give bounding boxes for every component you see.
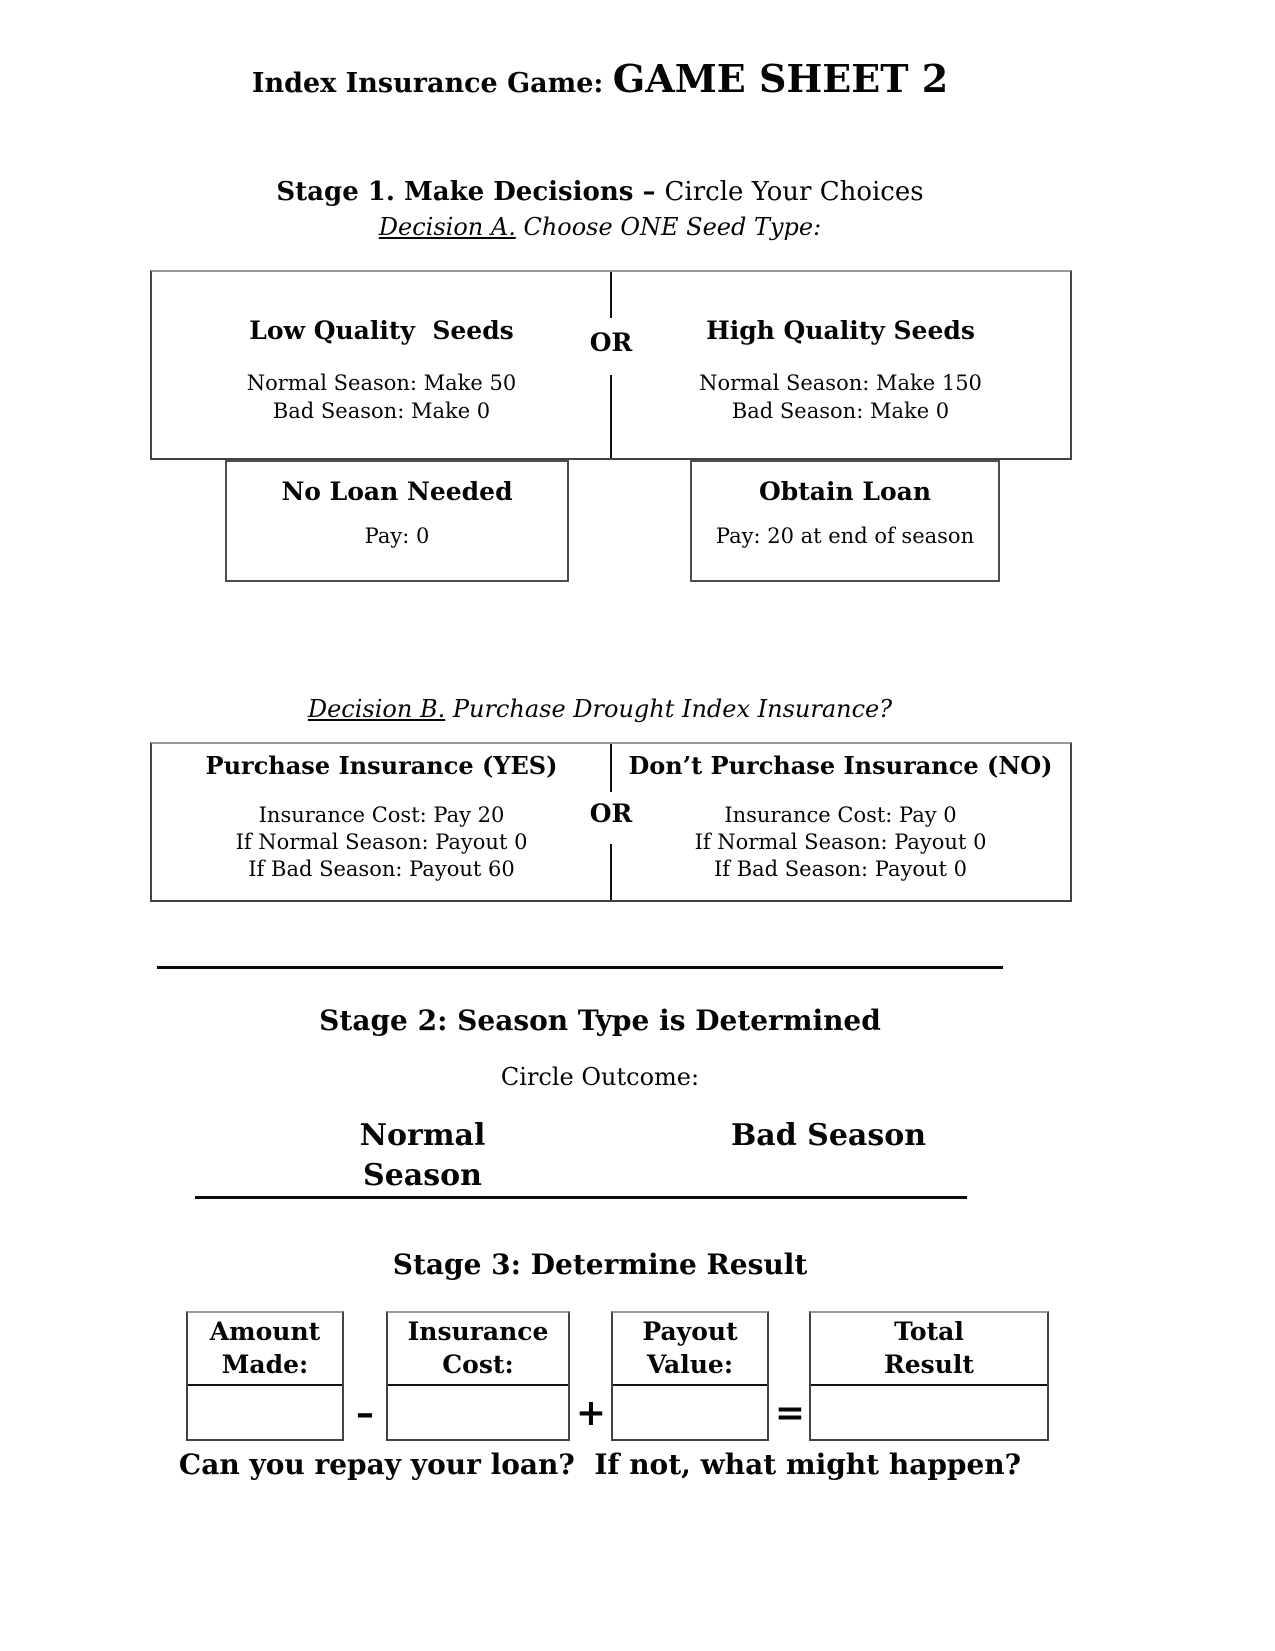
no-loan-title: No Loan Needed [281,477,513,506]
insurance-cost-label: Insurance Cost: [388,1313,568,1386]
stage2-heading: Stage 2: Season Type is Determined [319,1004,881,1037]
insurance-cost-label-line2: Cost: [442,1350,514,1379]
seed-choice-box: Low Quality Seeds Normal Season: Make 50… [150,270,1072,460]
section-divider [157,966,1003,969]
column-divider [610,272,612,318]
no-insurance-line-2: If Normal Season: Payout 0 [694,830,987,854]
insurance-cost-label-line1: Insurance [407,1317,549,1346]
option-high-quality-seeds[interactable]: High Quality Seeds Normal Season: Make 1… [611,272,1070,458]
no-loan-line: Pay: 0 [364,524,430,548]
decision-a-prompt: Decision A. Choose ONE Seed Type: [0,212,1200,242]
stage1-heading-bold: Stage 1. Make Decisions – [276,177,665,207]
no-insurance-line-3: If Bad Season: Payout 0 [713,857,968,881]
stage3-heading: Stage 3: Determine Result [392,1248,808,1281]
low-quality-line-1: Normal Season: Make 50 [246,371,517,395]
operator-plus: + [575,1392,607,1434]
low-quality-seeds-title: Low Quality Seeds [249,316,514,345]
high-quality-seeds-title: High Quality Seeds [706,316,975,345]
operator-equals: = [774,1392,806,1434]
column-divider [610,375,612,458]
option-normal-season[interactable]: Normal Season [359,1118,486,1193]
high-quality-line-1: Normal Season: Make 150 [699,371,982,395]
no-insurance-title: Don’t Purchase Insurance (NO) [628,751,1053,780]
amount-made-label-line2: Made: [221,1350,309,1379]
total-result-label-line2: Result [884,1350,974,1379]
stage1-heading-regular: Circle Your Choices [664,177,924,207]
total-result-column: Total Result [809,1311,1049,1441]
column-divider [610,744,612,792]
stage1-heading: Stage 1. Make Decisions – Circle Your Ch… [0,176,1200,208]
no-insurance-line-1: Insurance Cost: Pay 0 [724,803,957,827]
circle-outcome-prompt: Circle Outcome: [500,1063,700,1091]
purchase-line-2: If Normal Season: Payout 0 [235,830,528,854]
amount-made-label: Amount Made: [188,1313,342,1386]
total-result-label: Total Result [811,1313,1047,1386]
decision-a-text: Choose ONE Seed Type: [515,213,822,241]
option-no-loan[interactable]: No Loan Needed Pay: 0 [225,460,569,582]
title-prefix: Index Insurance Game: [251,68,613,99]
obtain-loan-title: Obtain Loan [758,477,931,506]
amount-made-input[interactable] [188,1386,342,1443]
total-result-label-line1: Total [894,1317,964,1346]
payout-value-input[interactable] [613,1386,767,1443]
insurance-or-label: OR [583,799,639,829]
option-no-insurance[interactable]: Don’t Purchase Insurance (NO) Insurance … [611,744,1070,900]
high-quality-line-2: Bad Season: Make 0 [731,399,950,423]
option-obtain-loan[interactable]: Obtain Loan Pay: 20 at end of season [690,460,1000,582]
seed-or-label: OR [583,328,639,358]
payout-value-label-line1: Payout [642,1317,738,1346]
insurance-choice-box: Purchase Insurance (YES) Insurance Cost:… [150,742,1072,902]
low-quality-line-2: Bad Season: Make 0 [272,399,491,423]
purchase-line-1: Insurance Cost: Pay 20 [258,803,505,827]
title-main: GAME SHEET 2 [612,56,949,101]
repay-question: Can you repay your loan? If not, what mi… [178,1448,1022,1481]
insurance-cost-input[interactable] [388,1386,568,1443]
total-result-input[interactable] [811,1386,1047,1443]
page-title: Index Insurance Game: GAME SHEET 2 [0,56,1200,101]
payout-value-label-line2: Value: [646,1350,734,1379]
option-bad-season[interactable]: Bad Season [730,1118,927,1153]
decision-b-prompt: Decision B. Purchase Drought Index Insur… [0,694,1200,724]
column-divider [610,844,612,900]
decision-b-text: Purchase Drought Index Insurance? [445,695,893,723]
decision-a-label: Decision A. [378,213,516,241]
option-low-quality-seeds[interactable]: Low Quality Seeds Normal Season: Make 50… [152,272,611,458]
operator-minus: – [356,1392,374,1434]
amount-made-label-line1: Amount [209,1317,321,1346]
obtain-loan-line: Pay: 20 at end of season [715,524,975,548]
purchase-insurance-title: Purchase Insurance (YES) [205,751,558,780]
purchase-line-3: If Bad Season: Payout 60 [248,857,515,881]
section-divider [195,1196,967,1199]
decision-b-label: Decision B. [307,695,446,723]
insurance-cost-column: Insurance Cost: [386,1311,570,1441]
payout-value-label: Payout Value: [613,1313,767,1386]
payout-value-column: Payout Value: [611,1311,769,1441]
option-purchase-insurance-yes[interactable]: Purchase Insurance (YES) Insurance Cost:… [152,744,611,900]
amount-made-column: Amount Made: [186,1311,344,1441]
